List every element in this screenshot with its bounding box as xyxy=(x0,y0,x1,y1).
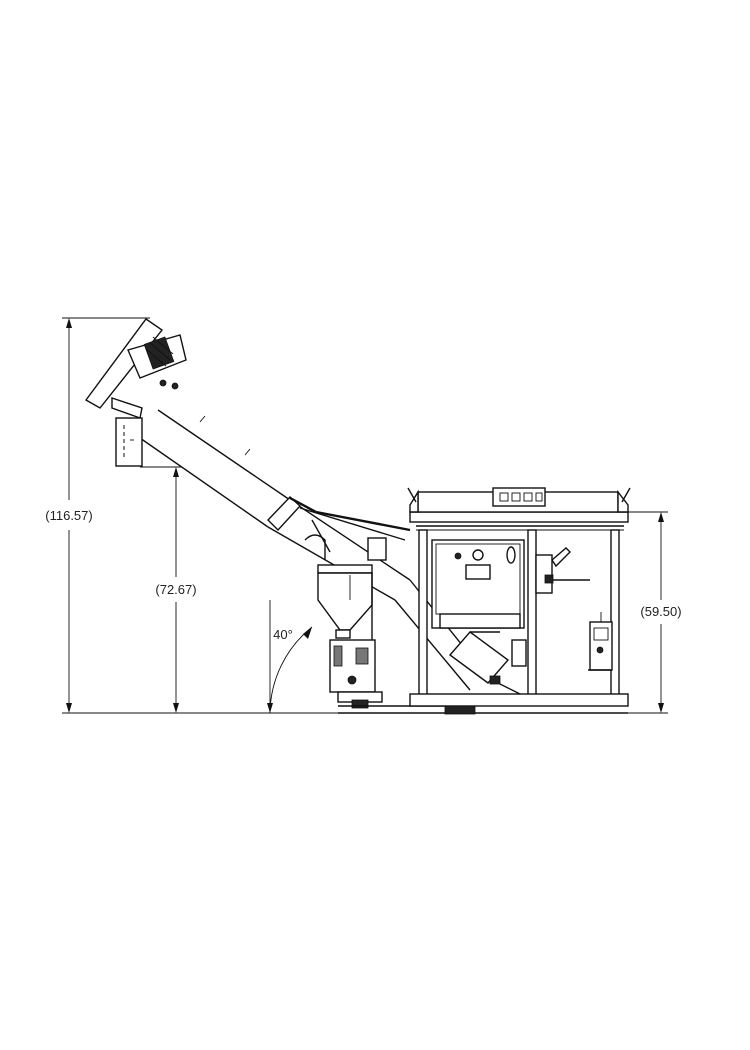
frame-height-label: (59.50) xyxy=(640,604,681,619)
discharge-spout xyxy=(111,397,143,467)
overall-height-label: (116.57) xyxy=(45,508,92,523)
main-frame xyxy=(407,487,631,715)
discharge-height-dimension: (72.67) xyxy=(140,466,197,713)
tube-clamp xyxy=(267,496,411,560)
side-valve-assembly xyxy=(535,547,590,594)
internal-chute xyxy=(448,631,527,695)
incline-angle-dimension: 40° xyxy=(267,600,313,714)
incline-angle-label: 40° xyxy=(273,627,293,642)
overall-height-dimension: (116.57) xyxy=(45,317,340,714)
discharge-height-label: (72.67) xyxy=(155,582,196,597)
frame-height-dimension: (59.50) xyxy=(628,511,682,714)
motor-head xyxy=(84,318,187,409)
side-electrical-box xyxy=(588,612,613,671)
control-panel xyxy=(431,539,525,629)
intake-base xyxy=(329,639,450,709)
